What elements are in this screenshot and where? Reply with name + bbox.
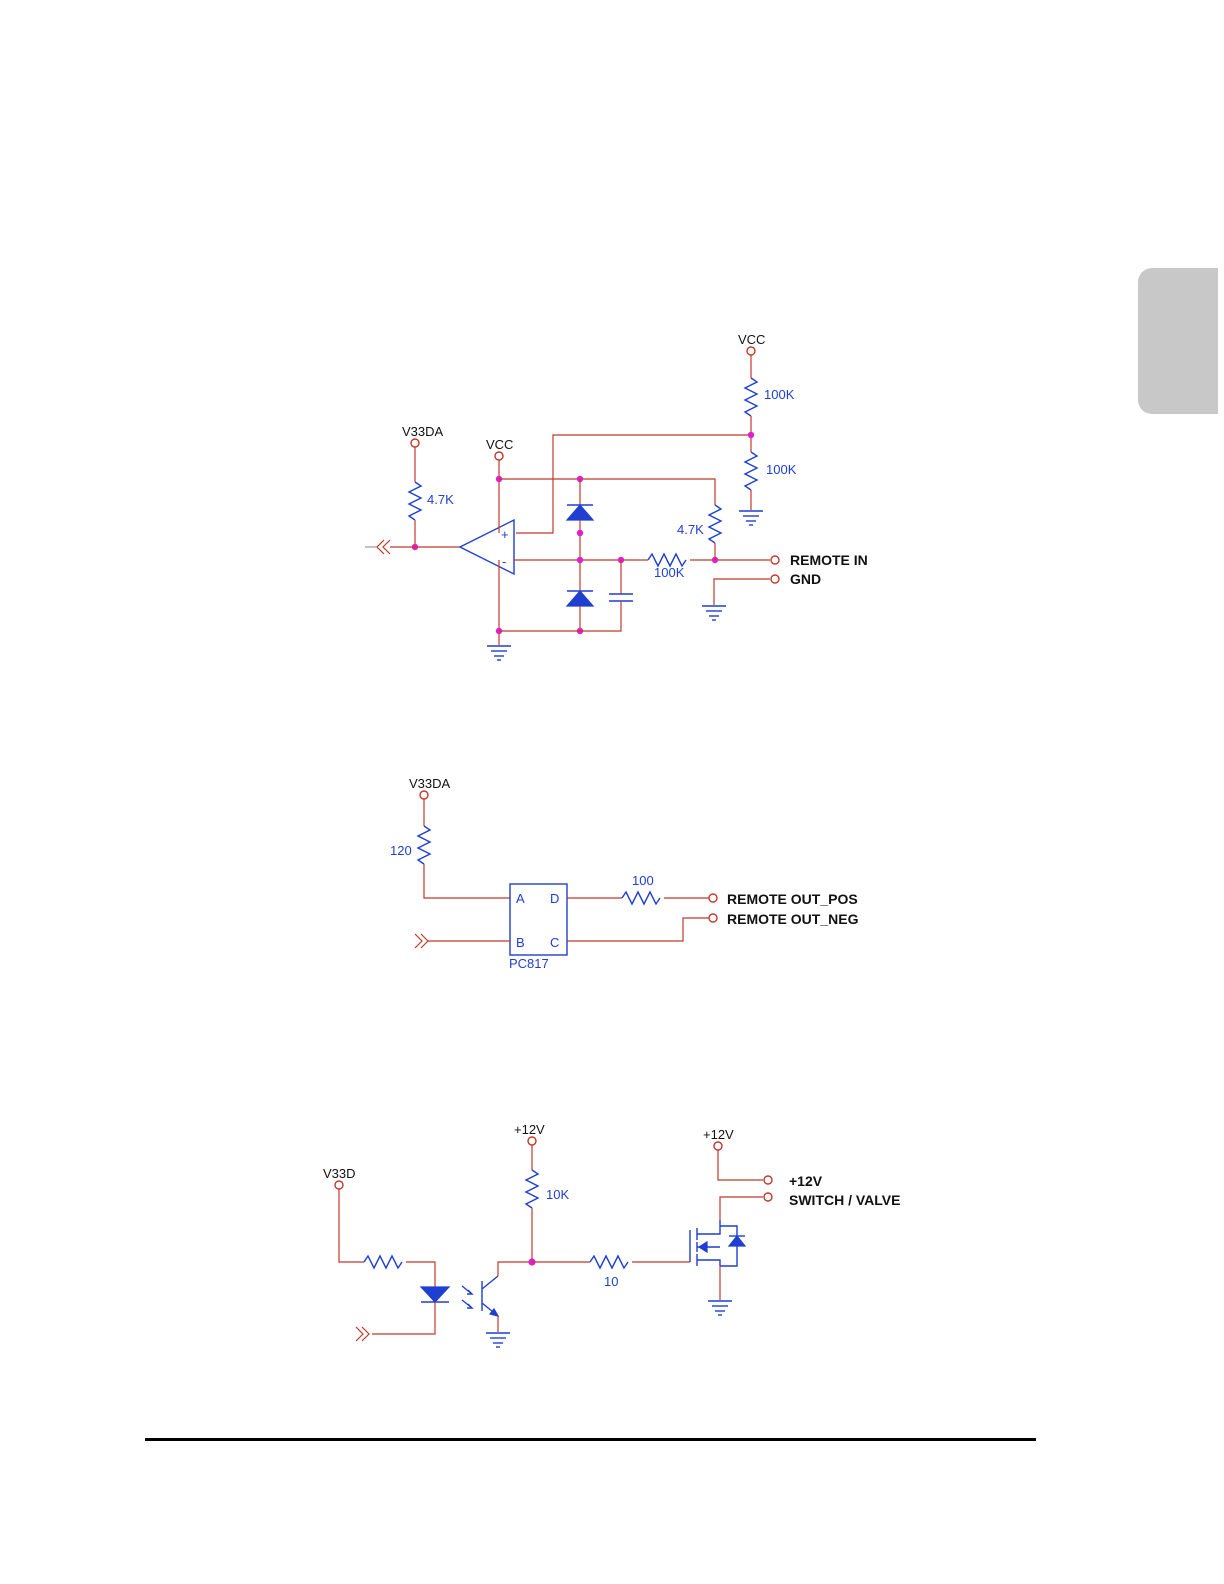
v12-pullup-terminal — [528, 1137, 536, 1145]
ground-symbol-mosfet — [708, 1301, 732, 1315]
v33da-out-label: V33DA — [409, 776, 451, 791]
clamp-diode-top — [567, 505, 593, 520]
remote-out-pos-port — [709, 894, 717, 902]
port-switch-label: SWITCH / VALVE — [789, 1192, 900, 1208]
r-bottom-label: 100K — [766, 462, 797, 477]
filter-capacitor — [609, 594, 633, 601]
resistor-4k7-pullup — [409, 482, 421, 520]
pin-a-label: A — [516, 891, 525, 906]
pc817-label: PC817 — [509, 956, 549, 971]
resistor-10-gate — [590, 1256, 628, 1268]
remote-out-circuit: V33DA 120 A D B C PC817 100 REMOTE OUT_P… — [390, 776, 859, 971]
vcc-top-label: VCC — [738, 332, 765, 347]
v12-b-label: +12V — [703, 1127, 734, 1142]
r-out-label: 100 — [632, 873, 654, 888]
remote-out-neg-label: REMOTE OUT_NEG — [727, 911, 859, 927]
opamp-plus: + — [501, 527, 509, 542]
mosfet-switch — [690, 1220, 745, 1266]
r-top-label: 100K — [764, 387, 795, 402]
port-switch-valve — [764, 1193, 772, 1201]
remote-in-label: REMOTE IN — [790, 552, 868, 568]
v33da-label: V33DA — [402, 424, 444, 439]
v12-output-terminal — [714, 1142, 722, 1150]
remote-out-pos-label: REMOTE OUT_POS — [727, 891, 858, 907]
v33da-terminal — [411, 439, 419, 447]
input-connector-arrow — [415, 934, 428, 948]
v12-a-label: +12V — [514, 1122, 545, 1137]
opto-phototransistor — [462, 1276, 498, 1316]
output-connector-arrow — [377, 540, 390, 554]
pin-b-label: B — [516, 935, 525, 950]
drive-connector-arrow — [356, 1327, 369, 1341]
remote-out-neg-port — [709, 914, 717, 922]
resistor-led — [364, 1256, 402, 1268]
resistor-120 — [418, 826, 430, 864]
gnd-label: GND — [790, 571, 821, 587]
r-pullup-label: 4.7K — [427, 492, 454, 507]
remote-in-circuit: VCC 100K 100K V33DA 4.7K + - VCC — [365, 332, 868, 660]
r-series-pullup-label: 4.7K — [677, 522, 704, 537]
pin-d-label: D — [550, 891, 559, 906]
r-gate-label: 10 — [604, 1274, 618, 1289]
gnd-port — [771, 575, 779, 583]
resistor-100k-bottom — [745, 452, 757, 490]
v33d-terminal — [335, 1181, 343, 1189]
ground-symbol-transistor — [486, 1333, 510, 1347]
ground-symbol-opamp — [487, 646, 511, 660]
pin-c-label: C — [550, 935, 559, 950]
opamp-minus: - — [502, 554, 506, 569]
resistor-100 — [622, 892, 660, 904]
r-anode-label: 120 — [390, 843, 412, 858]
resistor-10k — [526, 1170, 538, 1208]
vcc-top-terminal — [747, 347, 755, 355]
clamp-diode-bottom — [567, 591, 593, 606]
vcc-opamp-terminal — [495, 452, 503, 460]
v33d-label: V33D — [323, 1166, 356, 1181]
remote-in-port — [771, 556, 779, 564]
r-series-label: 100K — [654, 565, 685, 580]
port-12v-label: +12V — [789, 1173, 823, 1189]
switch-valve-circuit: V33D +12V 10K — [323, 1122, 900, 1347]
resistor-4k7-input — [709, 505, 721, 543]
opto-led — [421, 1287, 449, 1302]
v33da-out-terminal — [420, 791, 428, 799]
r-pullup-10k-label: 10K — [546, 1187, 569, 1202]
footer-rule — [145, 1438, 1036, 1441]
ground-symbol-divider — [739, 511, 763, 525]
ground-symbol-port — [702, 606, 726, 620]
vcc-opamp-label: VCC — [486, 437, 513, 452]
resistor-100k-top — [745, 378, 757, 416]
port-12v — [764, 1176, 772, 1184]
